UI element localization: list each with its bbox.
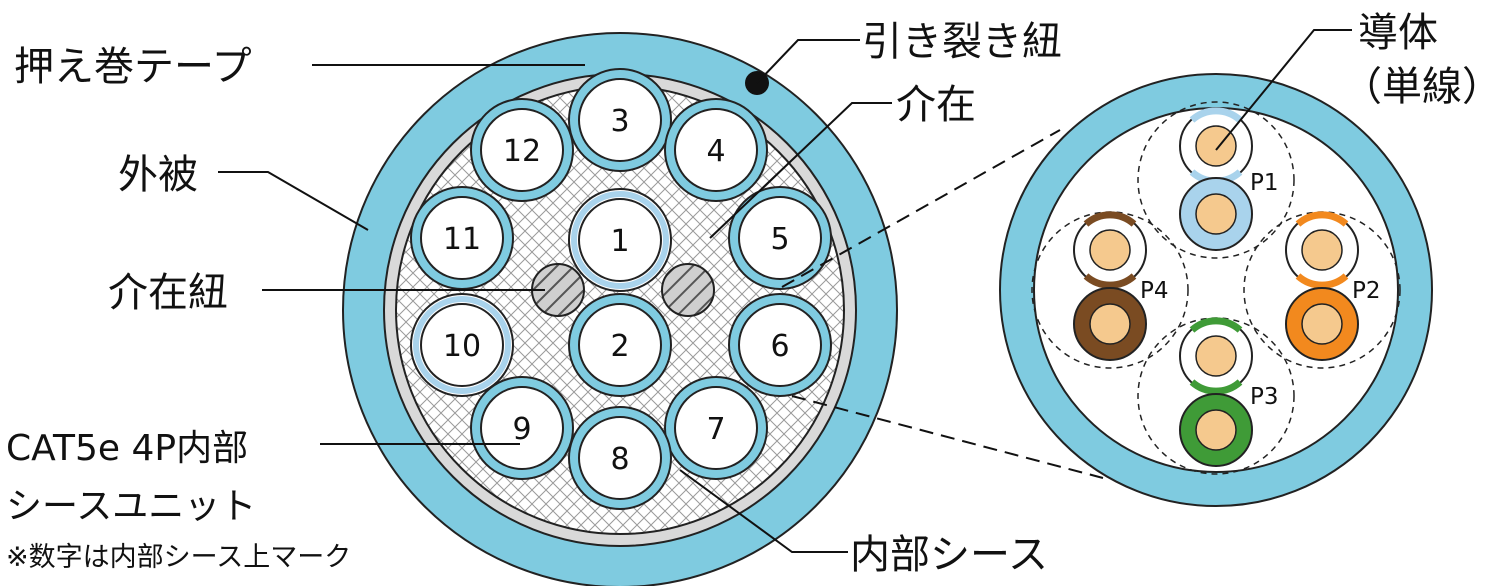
conductor xyxy=(1195,409,1237,451)
filler-cord-right xyxy=(661,263,715,317)
sub-unit-number: 12 xyxy=(503,134,541,169)
sub-unit-core xyxy=(674,386,758,470)
sub-unit-number: 1 xyxy=(610,224,629,259)
sub-unit-12: 12 xyxy=(470,98,574,202)
conductor xyxy=(1195,125,1237,167)
sub-unit-8: 8 xyxy=(568,406,672,510)
conductor xyxy=(1301,303,1343,345)
sub-unit-number: 2 xyxy=(610,329,629,364)
zoom-line-top xyxy=(781,129,1061,288)
label-filler-cord: 介在紐 xyxy=(108,270,228,316)
leader-gaihi xyxy=(218,171,369,231)
sub-unit-7: 7 xyxy=(664,376,768,480)
conductor xyxy=(1195,335,1237,377)
sub-unit-number: 4 xyxy=(706,134,725,169)
sub-unit-core xyxy=(578,78,662,162)
sub-unit-10: 10 xyxy=(410,293,514,397)
pair-boundary xyxy=(1137,101,1295,259)
label-unit-line1: CAT5e 4P内部 xyxy=(6,428,248,469)
pair-label: P2 xyxy=(1352,278,1381,304)
sub-unit-core xyxy=(578,303,662,387)
sub-unit-4: 4 xyxy=(664,98,768,202)
conductor xyxy=(1301,229,1343,271)
pair-label: P1 xyxy=(1250,170,1279,196)
leader-kaizai xyxy=(709,102,892,239)
sub-unit-number: 9 xyxy=(512,412,531,447)
conductor xyxy=(1089,303,1131,345)
pair-p3: P3 xyxy=(1137,317,1295,475)
sub-unit-sheath-thin xyxy=(571,191,669,289)
label-unit-line2: シースユニット xyxy=(6,486,256,527)
sub-unit-number: 3 xyxy=(610,104,629,139)
sub-unit-number: 11 xyxy=(443,222,481,257)
zoom-line-bottom xyxy=(791,395,1104,479)
sub-unit-6: 6 xyxy=(728,293,832,397)
sub-unit-core xyxy=(674,108,758,192)
pair-label: P3 xyxy=(1250,384,1279,410)
sub-unit-number: 6 xyxy=(770,329,789,364)
stripe-mark xyxy=(1295,211,1349,227)
sub-unit-sheath-thin xyxy=(413,296,511,394)
sub-unit-core xyxy=(420,303,504,387)
sub-unit-core xyxy=(738,303,822,387)
pair-label: P4 xyxy=(1140,278,1169,304)
sub-unit-number: 7 xyxy=(706,412,725,447)
sub-unit-5: 5 xyxy=(728,186,832,290)
stripe-mark xyxy=(1189,379,1243,395)
stripe-mark xyxy=(1295,273,1349,289)
sub-unit-core xyxy=(578,416,662,500)
label-conductor-line1: 導体 xyxy=(1358,10,1438,56)
sub-unit-core xyxy=(578,198,662,282)
sub-unit-3: 3 xyxy=(568,68,672,172)
sub-unit-number: 8 xyxy=(610,442,629,477)
label-wrapping-tape: 押え巻テープ xyxy=(14,44,252,90)
sub-unit-2: 2 xyxy=(568,293,672,397)
pair-p2: P2 xyxy=(1243,211,1401,369)
label-filler: 介在 xyxy=(896,82,976,128)
sub-unit-core xyxy=(420,196,504,280)
stripe-mark xyxy=(1083,273,1137,289)
sub-unit-core xyxy=(738,196,822,280)
pair-p4: P4 xyxy=(1031,211,1189,369)
leader-naibu xyxy=(679,469,848,553)
conductor xyxy=(1089,229,1131,271)
sub-unit-number: 10 xyxy=(443,329,481,364)
sub-unit-11: 11 xyxy=(410,186,514,290)
leader-hikisaki xyxy=(756,39,860,84)
sub-unit-9: 9 xyxy=(470,376,574,480)
label-outer-jacket: 外被 xyxy=(118,152,198,198)
sub-unit-core xyxy=(480,386,564,470)
sub-unit-number: 5 xyxy=(770,222,789,257)
stripe-mark xyxy=(1189,317,1243,333)
sub-unit-1: 1 xyxy=(568,188,672,292)
leader-dotai xyxy=(1215,29,1352,151)
sub-unit-core xyxy=(480,108,564,192)
label-rip-cord: 引き裂き紐 xyxy=(862,19,1062,65)
stripe-mark xyxy=(1189,107,1243,123)
label-note: ※数字は内部シース上マーク xyxy=(6,542,351,573)
label-conductor-line2: （単線） xyxy=(1342,64,1502,110)
unit-detail xyxy=(999,73,1433,507)
conductor xyxy=(1195,193,1237,235)
stripe-mark xyxy=(1083,211,1137,227)
label-inner-sheath: 内部シース xyxy=(850,532,1048,578)
